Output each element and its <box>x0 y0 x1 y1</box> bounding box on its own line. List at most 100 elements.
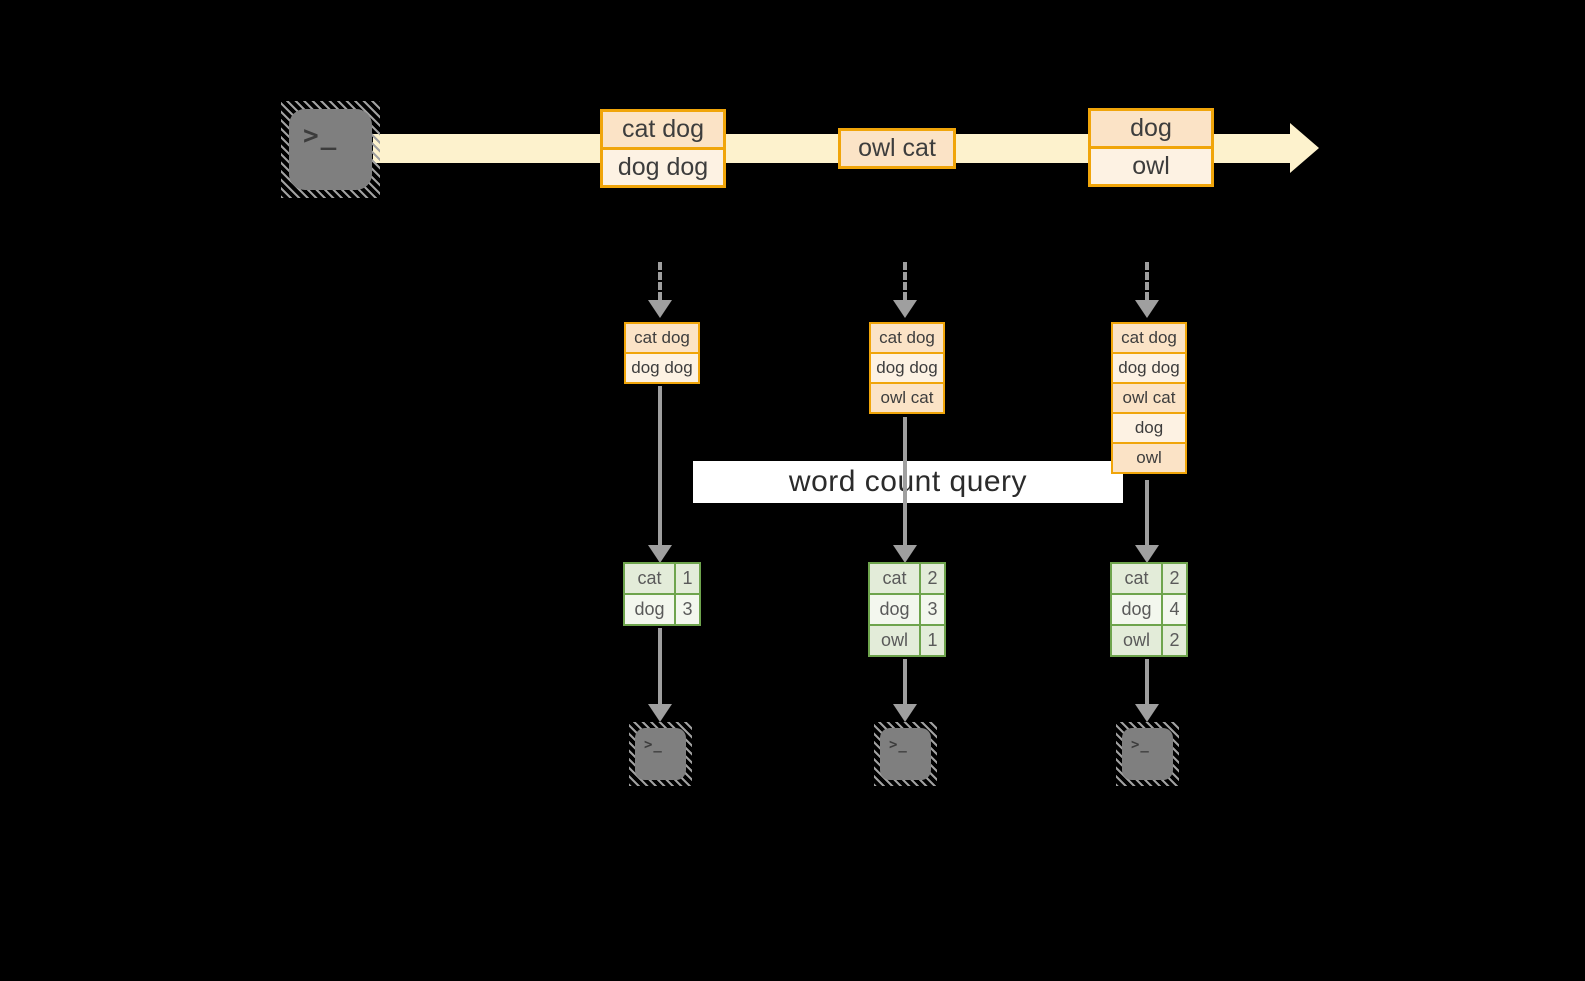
table-row: cat 2 <box>870 564 944 593</box>
count-text: 3 <box>927 599 938 619</box>
table-row: cat 2 <box>1112 564 1186 593</box>
count-cell: 2 <box>1163 626 1186 655</box>
table-row: owl 2 <box>1112 624 1186 655</box>
stream-arrowhead-icon <box>1290 123 1319 173</box>
batch-cell: dog dog <box>626 352 698 382</box>
word-text: dog <box>634 599 665 619</box>
batch-cell: cat dog <box>626 324 698 352</box>
batch-cell: dog dog <box>1113 352 1185 382</box>
stream-event-cell: dog <box>1091 111 1211 146</box>
batch-cell: owl <box>1113 442 1185 472</box>
stream-event-box: owl cat <box>838 128 956 169</box>
query-banner: word count query <box>693 461 1123 503</box>
count-text: 1 <box>682 568 693 588</box>
word-cell: cat <box>1112 564 1163 593</box>
connector-arrow-line <box>658 386 662 545</box>
connector-arrow-head-icon <box>648 545 672 563</box>
prompt-glyph: >_ <box>644 737 663 753</box>
word-text: cat <box>882 568 907 588</box>
word-cell: cat <box>870 564 921 593</box>
count-text: 3 <box>682 599 693 619</box>
output-arrow-line <box>1145 659 1149 704</box>
word-cell: cat <box>625 564 676 593</box>
stream-event-text: owl <box>1132 152 1170 180</box>
batch-cell-text: cat dog <box>634 328 690 347</box>
batch-cell: cat dog <box>871 324 943 352</box>
word-cell: owl <box>1112 626 1163 655</box>
output-arrow-head-icon <box>1135 704 1159 722</box>
dashed-arrow-line <box>903 262 907 300</box>
dashed-arrow-line <box>658 262 662 300</box>
terminal-screen: >_ <box>289 109 372 190</box>
dashed-arrow-head-icon <box>1135 300 1159 318</box>
count-cell: 3 <box>921 595 944 624</box>
output-terminal-icon: >_ <box>874 722 937 786</box>
batch-cell-text: dog dog <box>876 358 938 377</box>
prompt-glyph: >_ <box>889 737 908 753</box>
batch-cell: dog dog <box>871 352 943 382</box>
word-cell: owl <box>870 626 921 655</box>
input-batch-box: cat dog dog dog owl cat dog owl <box>1111 322 1187 474</box>
batch-cell-text: owl cat <box>1122 388 1176 407</box>
batch-cell-text: cat dog <box>879 328 935 347</box>
word-text: cat <box>1124 568 1149 588</box>
word-text: owl <box>1122 630 1150 650</box>
word-cell: dog <box>625 595 676 624</box>
word-cell: dog <box>870 595 921 624</box>
word-count-table: cat 2 dog 4 owl 2 <box>1110 562 1188 657</box>
dashed-arrow-head-icon <box>648 300 672 318</box>
output-arrow-head-icon <box>648 704 672 722</box>
output-terminal-icon: >_ <box>1116 722 1179 786</box>
table-row: dog 4 <box>1112 593 1186 624</box>
table-row: dog 3 <box>625 593 699 624</box>
prompt-glyph: >_ <box>303 121 339 151</box>
batch-cell-text: dog dog <box>1118 358 1180 377</box>
connector-arrow-line <box>1145 480 1149 545</box>
stream-event-cell: cat dog <box>603 112 723 147</box>
table-row: cat 1 <box>625 564 699 593</box>
stream-event-box: dog owl <box>1088 108 1214 187</box>
count-cell: 4 <box>1163 595 1186 624</box>
count-text: 2 <box>1169 568 1180 588</box>
connector-arrow-head-icon <box>893 545 917 563</box>
batch-cell-text: cat dog <box>1121 328 1177 347</box>
count-cell: 1 <box>921 626 944 655</box>
terminal-screen: >_ <box>880 728 931 780</box>
terminal-screen: >_ <box>1122 728 1173 780</box>
batch-cell: dog <box>1113 412 1185 442</box>
count-cell: 2 <box>921 564 944 593</box>
stream-event-box: cat dog dog dog <box>600 109 726 188</box>
connector-arrow-line <box>903 417 907 545</box>
count-cell: 1 <box>676 564 699 593</box>
word-text: dog <box>1121 599 1152 619</box>
query-banner-label: word count query <box>788 465 1028 498</box>
batch-cell: owl cat <box>871 382 943 412</box>
count-cell: 3 <box>676 595 699 624</box>
stream-event-text: dog <box>1130 114 1172 142</box>
connector-arrow-head-icon <box>1135 545 1159 563</box>
stream-event-cell: owl cat <box>841 131 953 166</box>
output-terminal-icon: >_ <box>629 722 692 786</box>
output-arrow-line <box>903 659 907 704</box>
stream-event-text: dog dog <box>617 153 709 181</box>
count-cell: 2 <box>1163 564 1186 593</box>
word-text: cat <box>637 568 662 588</box>
count-text: 4 <box>1169 599 1180 619</box>
stream-event-cell: owl <box>1091 146 1211 184</box>
count-text: 2 <box>1169 630 1180 650</box>
output-arrow-head-icon <box>893 704 917 722</box>
terminal-screen: >_ <box>635 728 686 780</box>
stream-event-text: owl cat <box>858 134 936 162</box>
dashed-arrow-line <box>1145 262 1149 300</box>
dashed-arrow-head-icon <box>893 300 917 318</box>
batch-cell-text: owl cat <box>880 388 934 407</box>
batch-cell-text: dog <box>1134 418 1164 437</box>
input-batch-box: cat dog dog dog <box>624 322 700 384</box>
word-cell: dog <box>1112 595 1163 624</box>
stream-event-cell: dog dog <box>603 147 723 185</box>
input-batch-box: cat dog dog dog owl cat <box>869 322 945 414</box>
table-row: dog 3 <box>870 593 944 624</box>
